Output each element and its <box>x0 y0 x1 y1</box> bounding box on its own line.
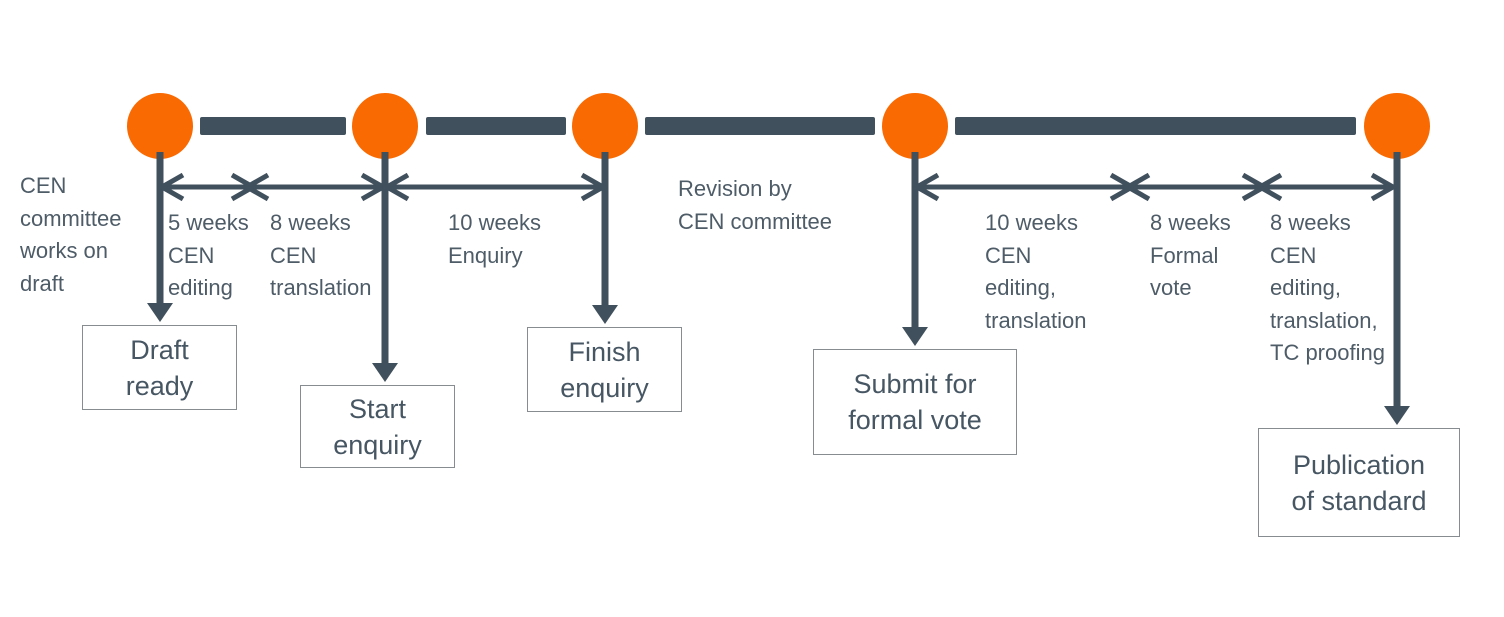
down-arrowhead-publication <box>1384 406 1410 425</box>
milestone-box-finish-enquiry: Finish enquiry <box>527 327 682 412</box>
down-arrowhead-finish-enquiry <box>592 305 618 324</box>
down-arrowhead-start-enquiry <box>372 363 398 382</box>
milestone-box-start-enquiry: Start enquiry <box>300 385 455 468</box>
duration-label-editing-translation-proofing-8w: 8 weeks CEN editing, translation, TC pro… <box>1270 210 1385 365</box>
milestone-dot-draft-ready <box>127 93 193 159</box>
duration-arrow-formal-vote-8w <box>1122 172 1270 202</box>
duration-label-formal-vote-8w: 8 weeks Formal vote <box>1150 210 1231 300</box>
timeline-bar-3 <box>645 117 875 135</box>
down-line-start-enquiry <box>381 152 389 366</box>
milestone-dot-submit-formal-vote <box>882 93 948 159</box>
duration-label-enquiry-10w: 10 weeks Enquiry <box>448 210 541 268</box>
milestone-dot-finish-enquiry <box>572 93 638 159</box>
duration-arrow-enquiry-10w <box>381 172 609 202</box>
timeline-bar-2 <box>426 117 566 135</box>
milestone-box-publication: Publication of standard <box>1258 428 1460 537</box>
duration-arrow-editing-5w <box>156 172 259 202</box>
down-line-submit-formal-vote <box>911 152 919 330</box>
timeline-bar-4 <box>955 117 1356 135</box>
duration-arrow-editing-translation-proofing-8w <box>1254 172 1399 202</box>
milestone-dot-publication <box>1364 93 1430 159</box>
down-arrowhead-submit-formal-vote <box>902 327 928 346</box>
duration-label-editing-5w: 5 weeks CEN editing <box>168 210 249 300</box>
down-line-draft-ready <box>156 152 164 306</box>
timeline-bar-1 <box>200 117 346 135</box>
duration-label-editing-translation-10w: 10 weeks CEN editing, translation <box>985 210 1087 333</box>
duration-arrow-translation-8w <box>241 172 389 202</box>
duration-label-translation-8w: 8 weeks CEN translation <box>270 210 372 300</box>
duration-arrow-editing-translation-10w <box>911 172 1138 202</box>
note-cen-committee-works-on-draft: CEN committee works on draft <box>20 173 122 296</box>
milestone-dot-start-enquiry <box>352 93 418 159</box>
down-line-publication <box>1393 152 1401 409</box>
down-arrowhead-draft-ready <box>147 303 173 322</box>
milestone-box-submit-formal-vote: Submit for formal vote <box>813 349 1017 455</box>
note-revision-by-cen-committee: Revision by CEN committee <box>678 176 833 234</box>
milestone-box-draft-ready: Draft ready <box>82 325 237 410</box>
down-line-finish-enquiry <box>601 152 609 308</box>
